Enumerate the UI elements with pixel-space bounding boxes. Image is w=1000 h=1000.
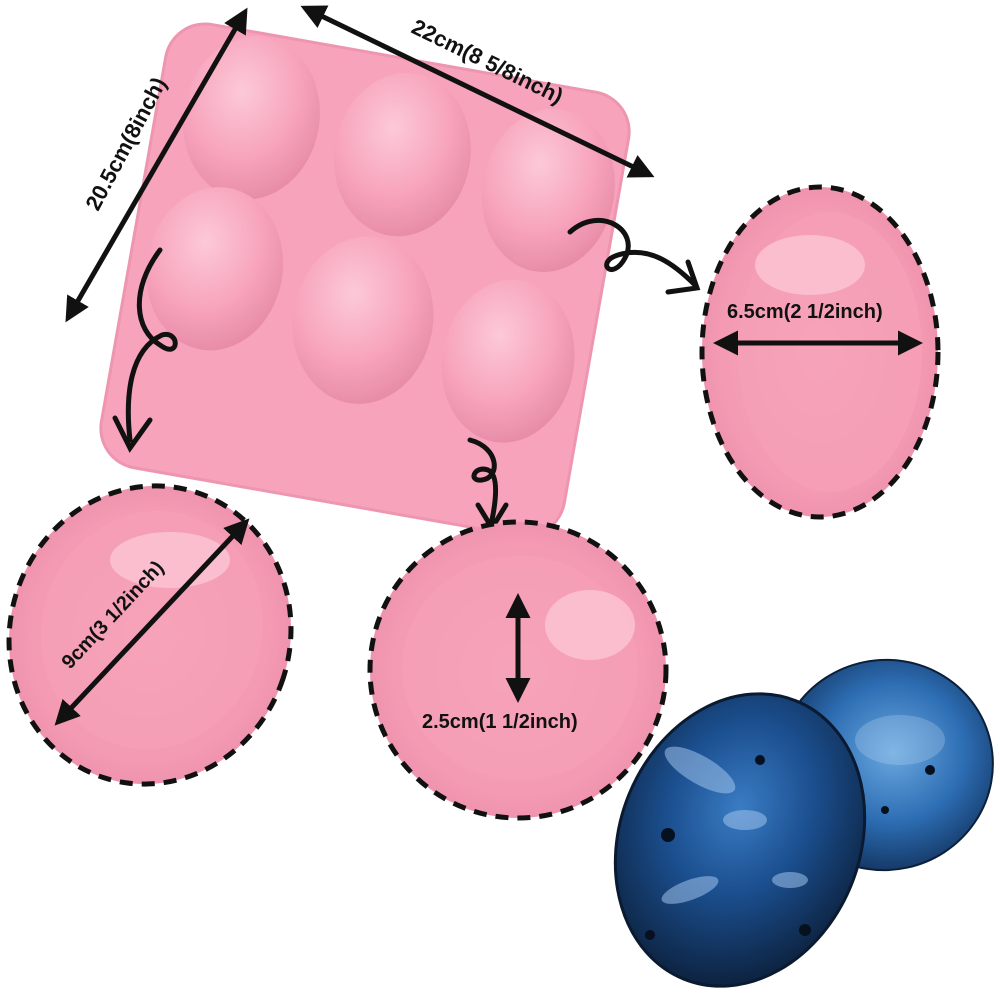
soap-dark-flecks	[645, 755, 935, 940]
arrowhead-left	[112, 415, 153, 453]
cavity-depth-detail: 2.5cm(1 1/2inch)	[367, 519, 669, 821]
cavity-width-label: 6.5cm(2 1/2inch)	[727, 301, 883, 323]
curly-arrow-right	[567, 218, 698, 288]
cavity-highlight	[545, 590, 635, 660]
curly-arrow-left	[125, 247, 178, 443]
mold-cavity	[441, 279, 575, 443]
cavity-width-detail: 6.5cm(2 1/2inch)	[699, 184, 941, 520]
curly-arrow-bottom	[467, 437, 499, 523]
pointer-arrows	[112, 218, 701, 533]
height-arrow	[65, 7, 248, 323]
soap-marbling	[661, 715, 945, 904]
arrowhead-right	[665, 259, 701, 295]
cavity-length-arrow	[54, 518, 250, 726]
mold-cavity	[292, 236, 434, 404]
cavity-highlight	[755, 235, 865, 295]
finished-soaps	[613, 658, 994, 988]
cavity-depth-label: 2.5cm(1 1/2inch)	[422, 711, 578, 733]
width-arrow	[300, 5, 655, 178]
cavity-length-detail: 9cm(3 1/2inch)	[6, 483, 294, 787]
